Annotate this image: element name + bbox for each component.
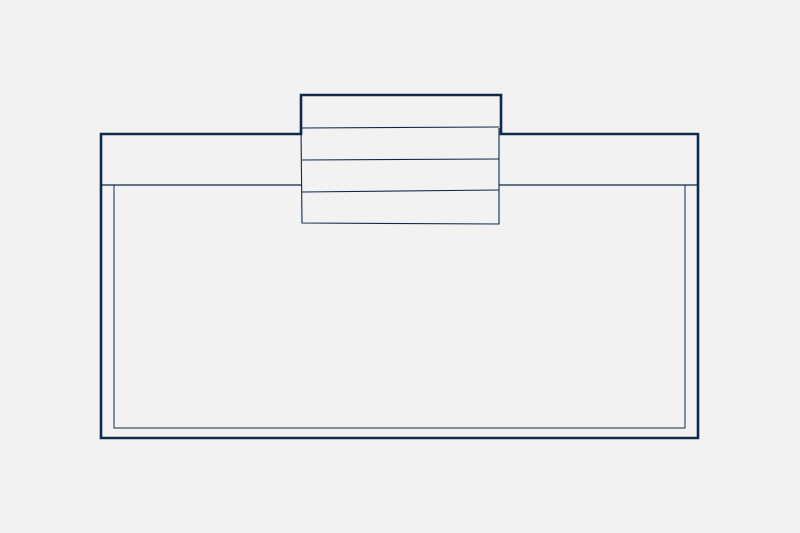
step-line-3 — [301, 189, 500, 193]
pool-inner-wall — [113, 184, 686, 429]
step-line-1 — [300, 126, 500, 129]
step-line-2 — [301, 158, 500, 161]
steps-block-outline — [300, 127, 500, 225]
pool-outline-group — [99, 93, 700, 440]
pool-outer-edge — [99, 93, 700, 440]
